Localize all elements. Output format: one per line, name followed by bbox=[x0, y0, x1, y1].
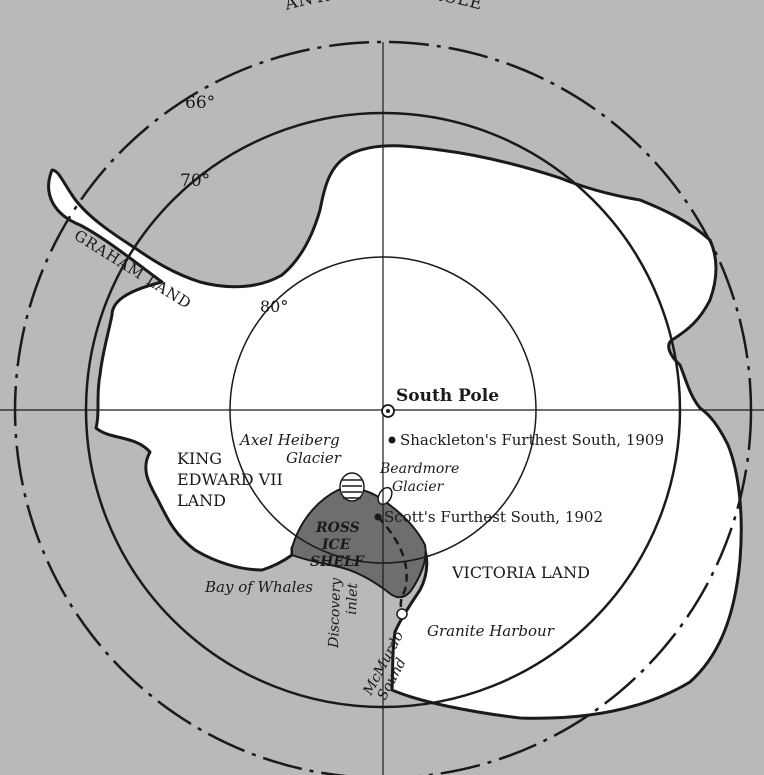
ross-label-3: SHELF bbox=[310, 554, 365, 570]
lat66-label: 66° bbox=[185, 93, 215, 113]
discovery-inlet-label-1: Discovery bbox=[326, 577, 345, 650]
shackleton-label: Shackleton's Furthest South, 1909 bbox=[400, 431, 664, 449]
beardmore-label-2: Glacier bbox=[392, 479, 445, 495]
lat70-label: 70° bbox=[180, 171, 210, 191]
scott-label: Scott's Furthest South, 1902 bbox=[384, 508, 603, 526]
antarctica-landmass bbox=[47, 144, 743, 720]
axel-heiberg-glacier-mark bbox=[339, 472, 365, 502]
scott-marker bbox=[374, 513, 382, 521]
ross-label-2: ICE bbox=[321, 537, 351, 553]
south-pole-center bbox=[386, 409, 390, 413]
scott-route-line bbox=[377, 516, 408, 613]
bay-of-whales-label: Bay of Whales bbox=[204, 578, 313, 596]
king-edward-label-2: EDWARD VII bbox=[177, 470, 283, 489]
axel-heiberg-label-1: Axel Heiberg bbox=[238, 431, 340, 449]
victoria-land-label: VICTORIA LAND bbox=[451, 563, 590, 582]
lat80-label: 80° bbox=[260, 297, 288, 316]
discovery-inlet-label-2: inlet bbox=[344, 582, 361, 615]
ross-label-1: ROSS bbox=[315, 520, 360, 536]
shackleton-marker bbox=[388, 436, 396, 444]
beardmore-label-1: Beardmore bbox=[379, 461, 459, 477]
axel-heiberg-label-2: Glacier bbox=[286, 449, 342, 467]
granite-harbour-label: Granite Harbour bbox=[427, 622, 555, 640]
mcmurdo-marker bbox=[396, 608, 408, 620]
king-edward-label-1: KING bbox=[177, 449, 222, 468]
ross-ice-shelf-area bbox=[291, 487, 427, 599]
beardmore-glacier-mark bbox=[377, 486, 393, 506]
south-pole-label: South Pole bbox=[396, 386, 499, 406]
king-edward-label-3: LAND bbox=[177, 491, 226, 510]
